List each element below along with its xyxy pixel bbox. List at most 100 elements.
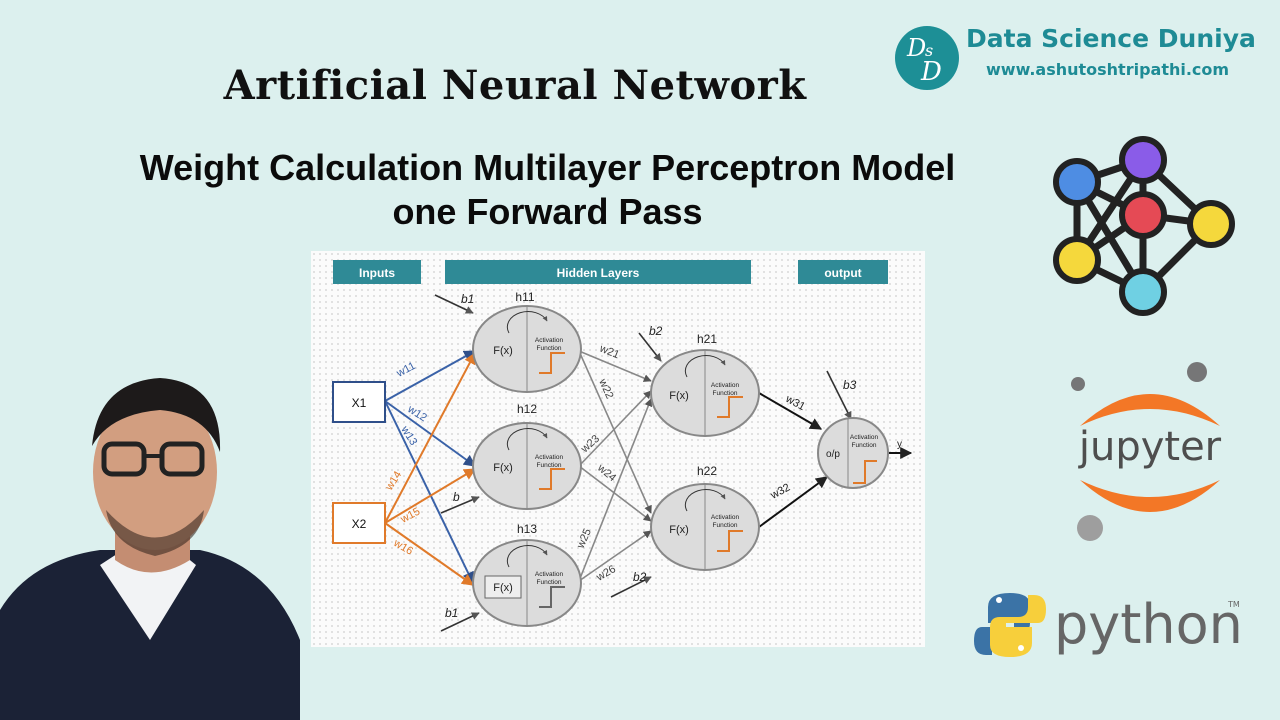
hidden-node-h21 xyxy=(650,349,760,437)
bias-label-h11: b1 xyxy=(461,292,474,306)
hidden-node-h21-act1: Activation xyxy=(711,382,740,389)
bias-label-h21: b2 xyxy=(649,324,663,338)
hidden-node-h12-act2: Function xyxy=(537,462,562,469)
weight-label-w16: w16 xyxy=(391,537,415,558)
presenter-photo xyxy=(0,360,300,720)
python-wordmark: python xyxy=(1054,593,1243,656)
bias-arrow-h11 xyxy=(434,294,474,314)
bias-label-out: b3 xyxy=(843,378,857,392)
neural-network-diagram: Inputs Hidden Layers output xyxy=(311,251,925,647)
output-node xyxy=(817,417,889,489)
edge-w22 xyxy=(578,350,652,514)
hidden-node-h13-fx: F(x) xyxy=(493,582,513,594)
jupyter-arc-bottom xyxy=(1080,480,1220,512)
jupyter-logo: jupyter xyxy=(1060,362,1240,547)
subtitle-line-1: Weight Calculation Multilayer Perceptron… xyxy=(139,147,956,188)
header-hidden-bar xyxy=(445,260,751,284)
bias-arrow-h21 xyxy=(638,332,662,362)
jupyter-dot-small xyxy=(1071,377,1085,391)
brand-url[interactable]: www.ashutoshtripathi.com xyxy=(986,60,1230,79)
hidden-node-h22-label: h22 xyxy=(697,464,717,478)
jupyter-arc-top xyxy=(1080,394,1220,426)
hidden-node-h13-act1: Activation xyxy=(535,571,564,578)
brand-logo-d1: D xyxy=(906,34,926,62)
hidden-node-h11-fx: F(x) xyxy=(493,345,513,357)
python-eye-yellow xyxy=(1018,645,1024,651)
hidden-node-h22-act1: Activation xyxy=(711,514,740,521)
edge-w23 xyxy=(578,390,652,467)
hidden-node-h13 xyxy=(472,539,582,627)
weight-label-w14: w14 xyxy=(383,469,404,493)
edge-w21 xyxy=(578,350,652,382)
hidden-node-h22-fx: F(x) xyxy=(669,524,689,536)
hidden-node-h11-act1: Activation xyxy=(535,337,564,344)
bias-label-h13: b1 xyxy=(445,606,458,620)
edge-w24 xyxy=(578,465,652,522)
page-title: Artificial Neural Network xyxy=(223,62,807,109)
bias-arrow-h12 xyxy=(440,496,480,514)
hidden-node-h12 xyxy=(472,422,582,510)
edge-w16 xyxy=(384,522,474,586)
jupyter-wordmark: jupyter xyxy=(1078,424,1222,470)
edge-w12 xyxy=(384,400,476,467)
edge-w13 xyxy=(384,400,474,585)
hidden-node-h22-act2: Function xyxy=(713,522,738,529)
weight-label-w25: w25 xyxy=(574,527,594,551)
edge-w32 xyxy=(758,476,828,528)
hidden-node-h12-fx: F(x) xyxy=(493,462,513,474)
edge-w14 xyxy=(384,351,476,524)
hidden-node-h13-label: h13 xyxy=(517,522,537,536)
edge-w15 xyxy=(384,468,477,524)
header-inputs-bar xyxy=(333,260,421,284)
input-node-x2 xyxy=(332,502,386,544)
brand-logo-s: s xyxy=(925,41,933,60)
hidden-node-h11 xyxy=(472,305,582,393)
python-snake-blue xyxy=(974,593,1030,655)
python-tm: TM xyxy=(1227,600,1240,609)
brand-logo-icon: D s D xyxy=(895,26,959,90)
hidden-node-h21-label: h21 xyxy=(697,332,717,346)
jupyter-dot-large xyxy=(1077,515,1103,541)
output-y-label: y xyxy=(897,439,902,450)
hidden-node-h11-act2: Function xyxy=(537,345,562,352)
output-node-act2: Function xyxy=(852,442,877,449)
weight-label-w31: w31 xyxy=(783,393,807,414)
bias-arrow-h22 xyxy=(610,576,652,598)
weight-label-w12: w12 xyxy=(405,403,429,424)
hidden-node-h12-label: h12 xyxy=(517,402,537,416)
header-output-bar xyxy=(798,260,888,284)
header-inputs-label: Inputs xyxy=(359,266,395,280)
brand-name: Data Science Duniya xyxy=(966,24,1256,53)
hidden-node-h22 xyxy=(650,483,760,571)
weight-label-w32: w32 xyxy=(768,482,792,503)
output-node-act1: Activation xyxy=(850,434,879,441)
weight-label-w15: w15 xyxy=(398,506,422,527)
python-snake-yellow xyxy=(990,595,1046,657)
weight-label-w21: w21 xyxy=(597,342,621,361)
jupyter-dot-medium xyxy=(1187,362,1207,382)
input-node-x1-label: X1 xyxy=(352,396,367,410)
hidden-node-h12-act1: Activation xyxy=(535,454,564,461)
neural-network-logo-icon xyxy=(1045,132,1245,322)
hidden-node-h11-label: h11 xyxy=(515,290,534,304)
subtitle: Weight Calculation Multilayer Perceptron… xyxy=(60,146,1035,234)
hidden-node-h21-fx: F(x) xyxy=(669,390,689,402)
bias-arrow-out xyxy=(826,370,852,420)
input-node-x2-label: X2 xyxy=(352,517,367,531)
weight-label-w11: w11 xyxy=(394,360,418,380)
brand-logo-d2: D xyxy=(920,57,942,87)
hidden-node-h13-act2: Function xyxy=(537,579,562,586)
subtitle-line-2: one Forward Pass xyxy=(392,191,703,232)
bias-label-h22: b2 xyxy=(633,570,647,584)
edge-w26 xyxy=(578,530,652,582)
weight-label-w23: w23 xyxy=(578,433,602,456)
header-hidden-label: Hidden Layers xyxy=(557,266,640,280)
edge-w31 xyxy=(758,392,823,430)
bias-label-h12: b xyxy=(453,490,460,504)
hidden-node-h21-act2: Function xyxy=(713,390,738,397)
header-output-label: output xyxy=(824,266,861,280)
bias-arrow-h13 xyxy=(440,612,480,632)
python-logo: python TM xyxy=(970,585,1250,665)
output-node-label: o/p xyxy=(826,449,840,460)
weight-label-w26: w26 xyxy=(594,563,618,584)
